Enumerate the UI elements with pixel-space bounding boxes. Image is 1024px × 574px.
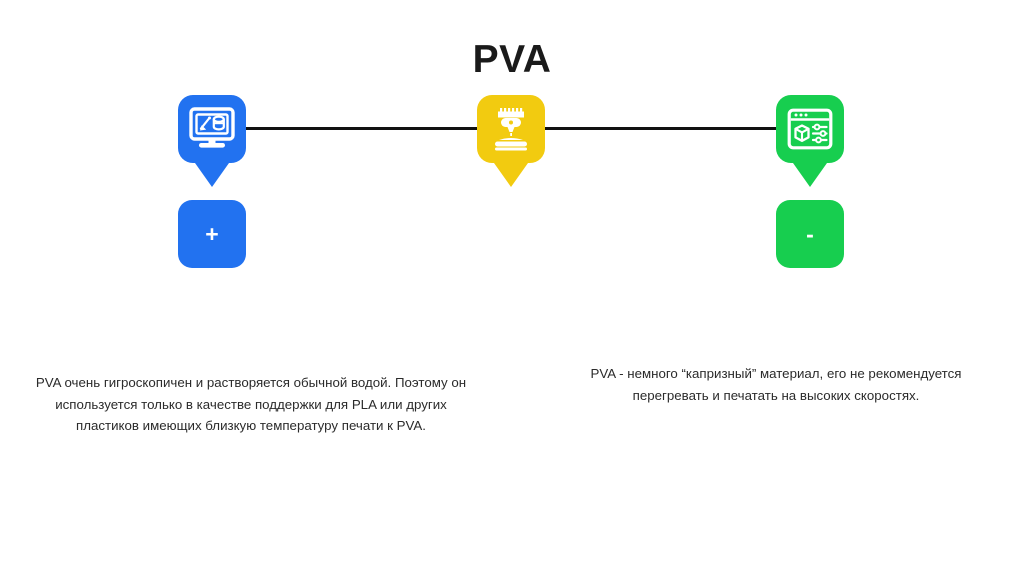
status-badge-plus: + — [178, 200, 246, 268]
down-arrow-icon-printer — [494, 163, 528, 187]
status-badge-plus-label: + — [205, 220, 219, 247]
page-title: PVA — [472, 38, 552, 81]
flow-node-printer[interactable] — [477, 95, 545, 187]
computer-monitor-3d-model-icon — [178, 95, 246, 163]
3d-printer-icon — [477, 95, 545, 163]
connector-line-left — [244, 127, 479, 130]
flow-node-slicer[interactable] — [776, 95, 844, 187]
status-badge-minus: - — [776, 200, 844, 268]
status-badge-minus-label: - — [806, 220, 814, 247]
slicer-settings-window-icon — [776, 95, 844, 163]
flow-node-modeling[interactable] — [178, 95, 246, 187]
caption-pros: PVA очень гигроскопичен и растворяется о… — [35, 375, 467, 434]
down-arrow-icon-slicer — [793, 163, 827, 187]
caption-cons: PVA - немного “капризный” материал, его … — [590, 366, 962, 403]
connector-line-right — [543, 127, 778, 130]
down-arrow-icon-modeling — [195, 163, 229, 187]
